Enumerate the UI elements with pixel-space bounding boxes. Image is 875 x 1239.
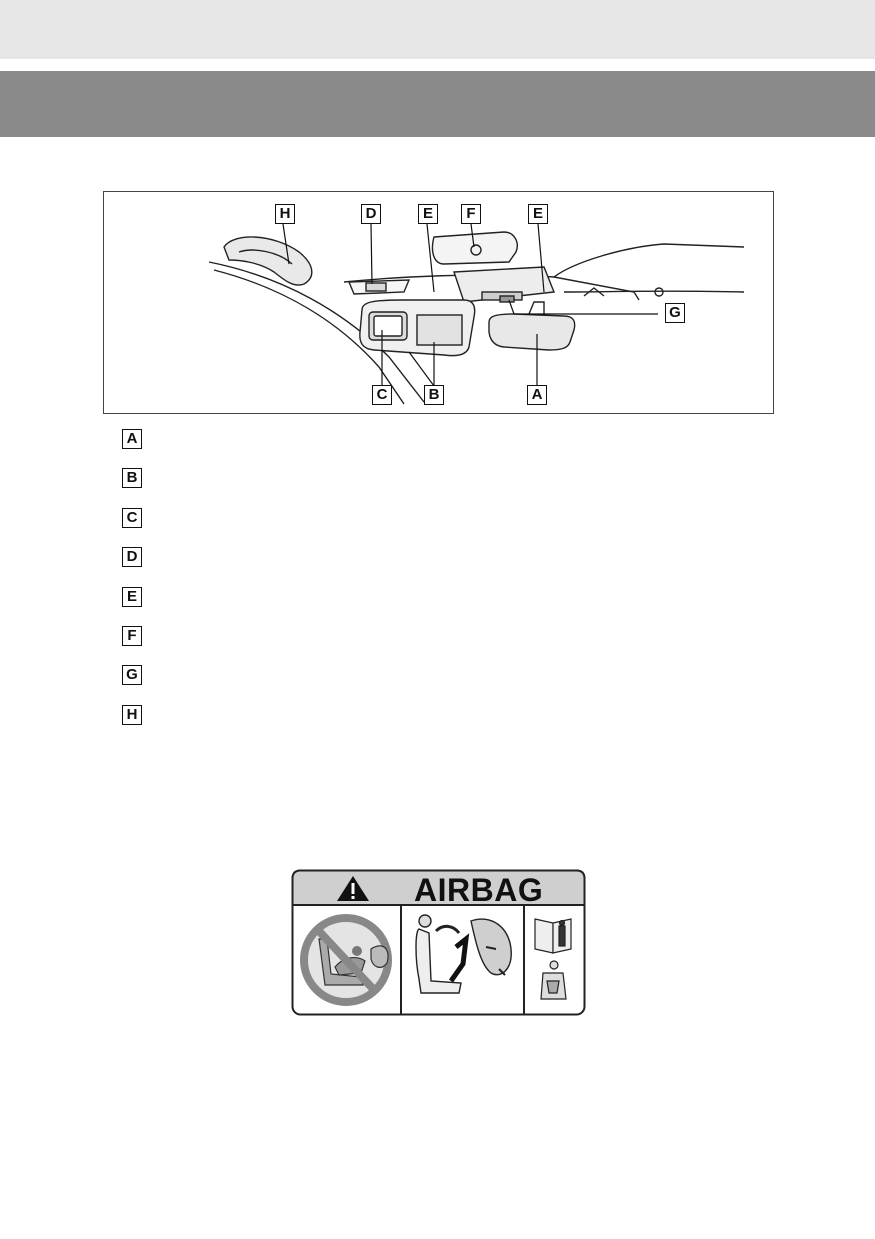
legend-item-d: D	[122, 547, 142, 567]
top-band	[0, 0, 875, 59]
callout-c: C	[372, 385, 392, 405]
legend-item-b: B	[122, 468, 142, 488]
callout-g: G	[665, 303, 685, 323]
legend-key-b: B	[122, 468, 142, 488]
legend-key-g: G	[122, 665, 142, 685]
legend-key-d: D	[122, 547, 142, 567]
callout-e-left: E	[418, 204, 438, 224]
legend-key-e: E	[122, 587, 142, 607]
legend-item-h: H	[122, 705, 142, 725]
airbag-warning-label	[291, 869, 586, 1016]
legend-item-g: G	[122, 665, 142, 685]
owners-manual-icon	[534, 918, 572, 954]
legend-item-f: F	[122, 626, 142, 646]
callout-h: H	[275, 204, 295, 224]
warning-triangle-icon	[337, 876, 369, 901]
legend-key-a: A	[122, 429, 142, 449]
legend-key-h: H	[122, 705, 142, 725]
section-title-band	[0, 71, 875, 137]
interior-overhead-diagram: H D E F E G C B A	[103, 191, 774, 414]
seat-airbag-icon	[415, 914, 512, 994]
legend-key-f: F	[122, 626, 142, 646]
legend-item-a: A	[122, 429, 142, 449]
callout-b: B	[424, 385, 444, 405]
legend-key-c: C	[122, 508, 142, 528]
airbag-title: AIRBAG	[414, 872, 544, 908]
legend-item-e: E	[122, 587, 142, 607]
interior-illustration	[208, 223, 745, 405]
airbag-label-graphic	[291, 869, 586, 1016]
no-child-seat-icon	[300, 914, 392, 1006]
callout-d: D	[361, 204, 381, 224]
callout-a: A	[527, 385, 547, 405]
legend-item-c: C	[122, 508, 142, 528]
callout-f: F	[461, 204, 481, 224]
callout-e-right: E	[528, 204, 548, 224]
child-seat-icon	[540, 960, 567, 1000]
